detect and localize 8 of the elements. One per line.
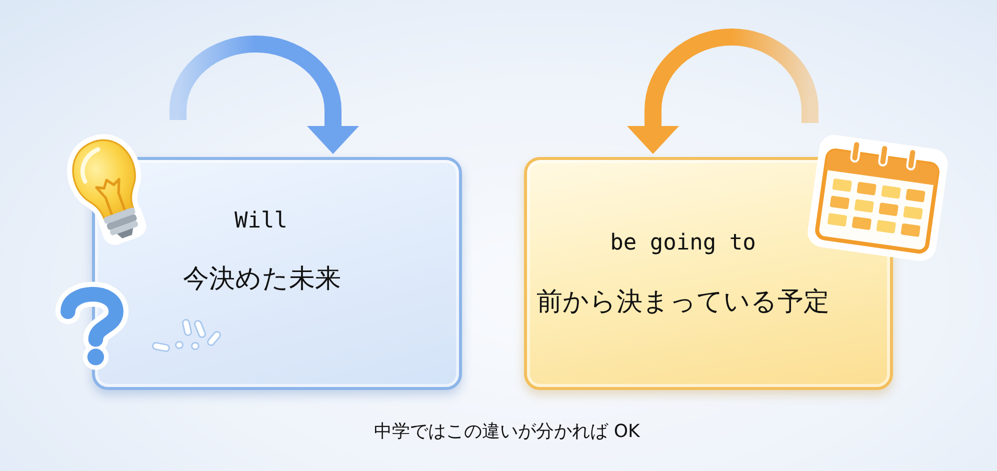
heading: Will bbox=[234, 208, 288, 234]
text-box bbox=[92, 157, 462, 390]
curved-arrow bbox=[627, 28, 818, 154]
curved-arrow bbox=[170, 36, 359, 154]
body-text: 前から決まっている予定 bbox=[536, 288, 830, 318]
body-text: 今決めた未来 bbox=[183, 265, 341, 295]
caption: 中学ではこの違いが分かれば OK bbox=[374, 421, 640, 443]
heading: be going to bbox=[610, 230, 756, 256]
